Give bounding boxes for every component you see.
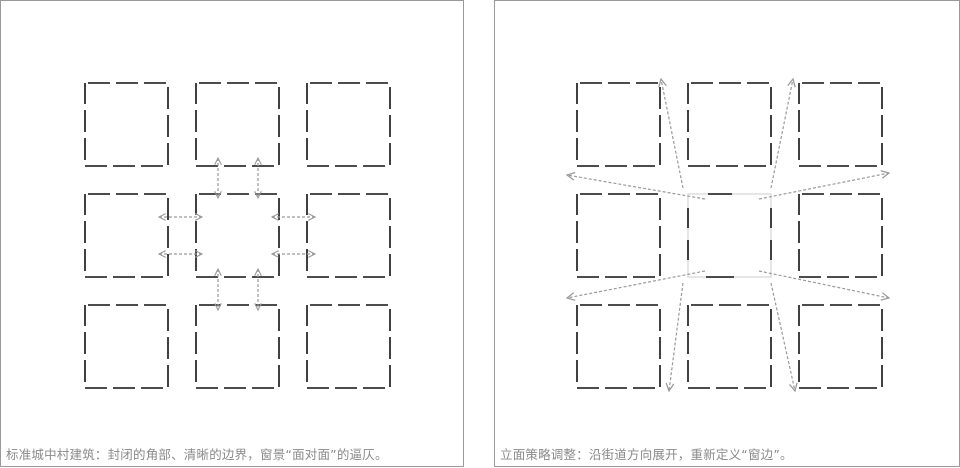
arrow-icon: [567, 175, 706, 200]
arrow-icon: [661, 79, 684, 189]
building-outline: [195, 193, 280, 278]
building-block-3: [306, 82, 391, 167]
building-outline: [687, 304, 772, 389]
building-outline: [576, 304, 661, 389]
diagram-standard-village: [84, 82, 391, 389]
arrow-icon: [758, 173, 889, 200]
building-outline: [798, 82, 883, 167]
building-outline: [195, 82, 280, 167]
building-block-1: [576, 82, 661, 167]
building-block-1: [84, 82, 169, 167]
building-outline: [687, 193, 772, 278]
arrow-icon: [770, 79, 793, 189]
building-block-8: [195, 304, 280, 389]
building-outline: [798, 193, 883, 278]
building-outline: [306, 193, 391, 278]
building-block-5: [195, 193, 280, 278]
building-block-7: [84, 304, 169, 389]
building-block-4: [84, 193, 169, 278]
building-outline: [306, 82, 391, 167]
building-block-9: [306, 304, 391, 389]
building-outline: [84, 304, 169, 389]
arrow-icon: [567, 270, 706, 298]
building-block-9: [798, 304, 883, 389]
caption-standard-village: 标准城中村建筑：封闭的角部、清晰的边界，窗景“面对面”的逼仄。: [6, 447, 388, 462]
building-outline: [84, 193, 169, 278]
arrow-icon: [758, 270, 889, 298]
panel-standard-village: 标准城中村建筑：封闭的角部、清晰的边界，窗景“面对面”的逼仄。: [0, 0, 464, 467]
diagram-facade-strategy: [495, 1, 960, 468]
building-outline: [306, 304, 391, 389]
building-outline: [798, 304, 883, 389]
panel-facade-strategy: 立面策略调整：沿街道方向展开，重新定义“窗边”。: [494, 0, 960, 467]
building-outline: [84, 82, 169, 167]
building-block-6: [306, 193, 391, 278]
building-block-4: [576, 193, 661, 278]
building-block-2: [195, 82, 280, 167]
building-outline: [576, 193, 661, 278]
building-outline: [195, 304, 280, 389]
building-block-3: [798, 82, 883, 167]
arrow-icon: [669, 282, 684, 391]
building-block-7: [576, 304, 661, 389]
building-block-5: [687, 193, 772, 278]
building-block-2: [687, 82, 772, 167]
building-block-6: [798, 193, 883, 278]
building-outline: [576, 82, 661, 167]
arrow-icon: [770, 282, 795, 391]
caption-facade-strategy: 立面策略调整：沿街道方向展开，重新定义“窗边”。: [500, 447, 793, 462]
building-block-8: [687, 304, 772, 389]
building-outline: [687, 82, 772, 167]
